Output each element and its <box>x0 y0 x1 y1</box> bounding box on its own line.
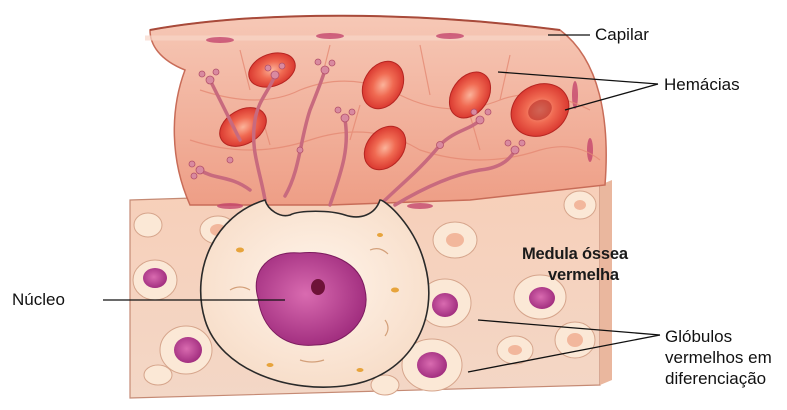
medula-ossea-label: Medula óssea vermelha <box>522 244 628 286</box>
globulos-label: Glóbulos vermelhos em diferenciação <box>665 326 772 389</box>
globulos-line-3: diferenciação <box>665 368 772 389</box>
globulos-line-1: Glóbulos <box>665 326 772 347</box>
medula-line-1: Medula óssea <box>522 244 628 265</box>
globulos-line-2: vermelhos em <box>665 347 772 368</box>
hemacias-label: Hemácias <box>664 74 740 95</box>
megakaryocyte <box>201 200 429 387</box>
medula-line-2: vermelha <box>522 265 628 286</box>
nucleo-label: Núcleo <box>12 289 65 310</box>
capilar-label: Capilar <box>595 24 649 45</box>
